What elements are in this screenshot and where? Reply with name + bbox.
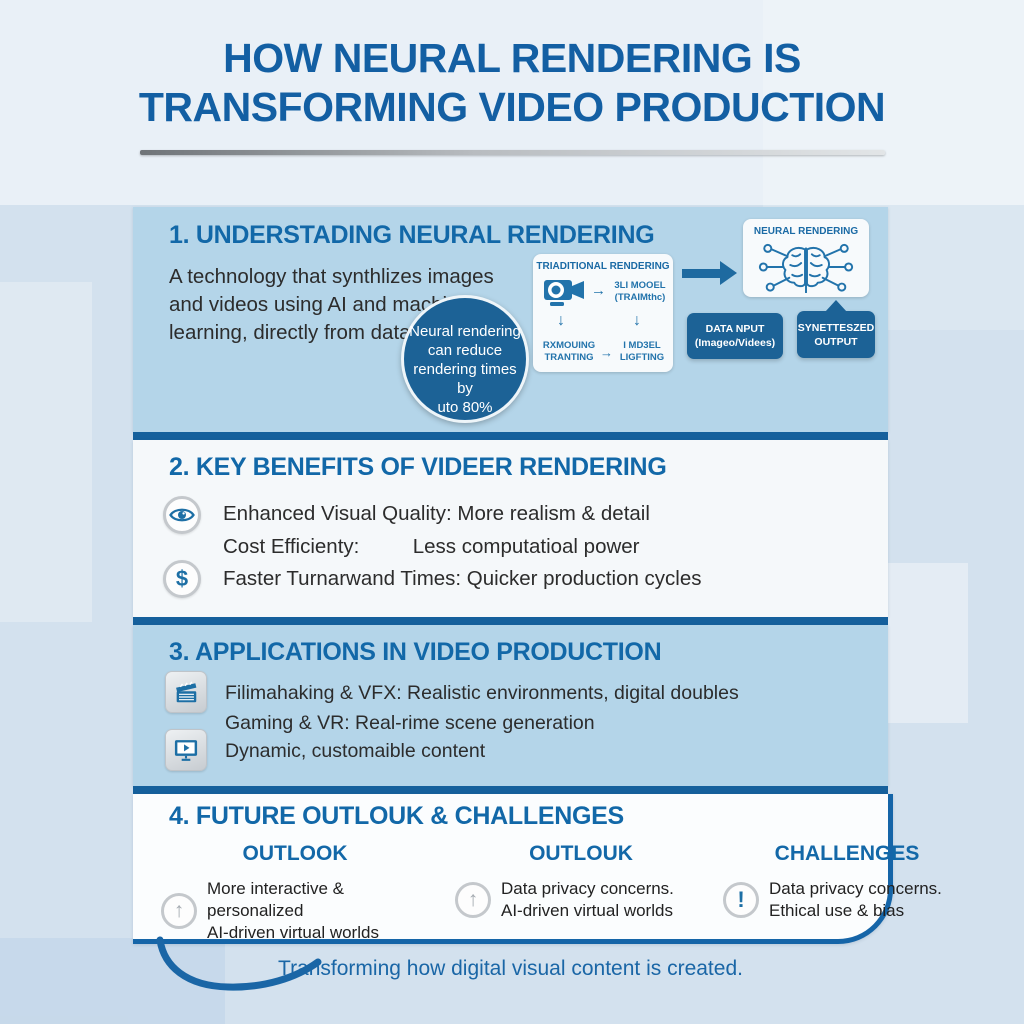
outlook2-line: AI-driven virtual worlds [501,901,673,920]
exclamation-icon: ! [723,882,759,918]
section1-body-line: and videos using AI and machine [169,293,470,316]
flow-big-arrow-head [720,261,737,285]
clapperboard-icon [165,671,207,713]
challenges-line: Ethical use & bias [769,901,905,920]
output-line: OUTPUT [814,336,858,348]
outlook1-line: AI-driven virtual worlds [207,923,379,942]
up-arrow-icon: ↑ [161,893,197,929]
section1-body: A technology that synthlizes images and … [169,263,494,347]
section1-heading: 1. UNDERSTADING NEURAL RENDERING [169,221,655,249]
flow-node-line: (TRAIMthc) [614,292,666,303]
output-line: SYNETTESZED [797,322,875,334]
synthesized-output-box: SYNETTESZED OUTPUT [797,300,875,358]
right-arrow-icon: → [591,282,606,299]
stat-badge-line: Neural rendering [409,323,521,340]
flow-node-rendering-training: RXMOUING TRANTING [537,340,601,364]
flow-node-model-lighting: I MD3EL LIGFTING [615,340,669,364]
section4-heading: 4. FUTURE OUTLOUK & CHALLENGES [169,802,624,830]
neural-rendering-box: NEURAL RENDERING [743,219,869,297]
benefit-item-3: Faster Turnarwand Times: Quicker product… [223,567,702,590]
section-future-outlook: 4. FUTURE OUTLOUK & CHALLENGES OUTLOOK ↑… [133,794,942,944]
outlook-column-2: OUTLOUK ↑ Data privacy concerns. AI-driv… [455,842,707,922]
flow-node-line: 3LI MOOEL [614,280,666,291]
application-item-3: Dynamic, customaible content [225,740,486,762]
title-divider [140,150,885,155]
output-pointer-up [825,300,847,312]
page-title-line1: HOW NEURAL RENDERING IS [223,35,801,81]
monitor-play-icon [165,729,207,771]
section1-body-line: A technology that synthlizes images [169,265,494,288]
flow-big-arrow [682,269,720,278]
challenges-header: CHALLENGES [774,842,920,865]
outlook1-line: More interactive & personalized [207,879,344,920]
stat-badge-line: uto 80% [437,399,493,416]
dollar-icon: $ [163,560,201,598]
section-understanding-neural-rendering: 1. UNDERSTADING NEURAL RENDERING A techn… [133,207,888,432]
up-arrow-icon: ↑ [455,882,491,918]
eye-icon [163,496,201,534]
up-arrow-glyph: ↑ [467,888,479,911]
data-input-box: DATA NPUT (Imageo/Videes) [687,313,783,359]
outlook2-text: Data privacy concerns. AI-driven virtual… [501,878,674,922]
up-arrow-glyph: ↑ [173,899,185,922]
section-applications: 3. APPLICATIONS IN VIDEO PRODUCTION Fili… [133,625,888,786]
right-arrow-icon: → [600,345,613,360]
video-camera-icon [544,280,584,306]
down-arrow-icon: ↓ [633,312,641,329]
footer-tagline: Transforming how digital visual content … [278,957,743,980]
section4-top-bar [133,786,888,794]
flow-node-line: LIGFTING [619,352,665,363]
section2-heading: 2. KEY BENEFITS OF VIDEER RENDERING [169,453,667,481]
benefit-item-2-label: Cost Efficienty: [223,535,360,558]
outlook-column-1: OUTLOOK ↑ More interactive & personalize… [161,842,429,944]
flow-node-line: I MD3EL [623,340,661,351]
data-input-line: DATA NPUT [705,323,765,335]
flow-node-line: RXMOUING [542,340,596,351]
background-shape [0,282,92,622]
challenges-text: Data privacy concerns. Ethical use & bia… [769,878,942,922]
benefit-item-1: Enhanced Visual Quality: More realism & … [223,502,650,525]
dollar-glyph: $ [175,566,189,591]
swoosh-curve [156,936,322,991]
section3-top-bar [133,617,888,625]
traditional-rendering-box: TRIADITIONAL RENDERING → 3LI MOOEL (TRAI… [533,254,673,372]
challenges-column: CHALLENGES ! Data privacy concerns. Ethi… [723,842,971,922]
neural-rendering-title: NEURAL RENDERING [753,226,859,237]
challenges-line: Data privacy concerns. [769,879,942,898]
application-item-1: Filimahaking & VFX: Realistic environmen… [225,682,739,704]
stat-badge: Neural rendering can reduce rendering ti… [401,295,529,423]
flow-node-line: TRANTING [544,352,594,363]
flow-node-3d-model: 3LI MOOEL (TRAIMthc) [611,280,669,304]
data-input-line: (Imageo/Videes) [694,337,776,349]
page-title-line2: TRANSFORMING VIDEO PRODUCTION [138,84,886,130]
outlook2-line: Data privacy concerns. [501,879,674,898]
section3-heading: 3. APPLICATIONS IN VIDEO PRODUCTION [169,638,662,666]
traditional-rendering-title: TRIADITIONAL RENDERING [536,261,670,272]
outlook1-header: OUTLOOK [242,842,348,865]
outlook2-header: OUTLOUK [529,842,633,865]
brain-network-icon [758,243,854,293]
application-item-2: Gaming & VR: Real-rime scene generation [225,712,595,734]
benefit-item-2: Cost Efficienty: Less computatioal power [223,533,640,561]
page-title: HOW NEURAL RENDERING IS TRANSFORMING VID… [0,34,1024,132]
down-arrow-icon: ↓ [557,312,565,329]
section2-top-bar [133,432,888,440]
section-key-benefits: 2. KEY BENEFITS OF VIDEER RENDERING Enha… [133,440,888,617]
section1-body-line: learning, directly from data. [169,321,417,344]
benefit-item-2-text: Less computatioal power [412,535,640,558]
exclamation-glyph: ! [737,887,745,912]
background-shape [888,563,968,723]
stat-badge-line: can reduce [427,342,503,359]
stat-badge-line: rendering times by [413,361,517,397]
outlook1-text: More interactive & personalized AI-drive… [207,878,429,944]
